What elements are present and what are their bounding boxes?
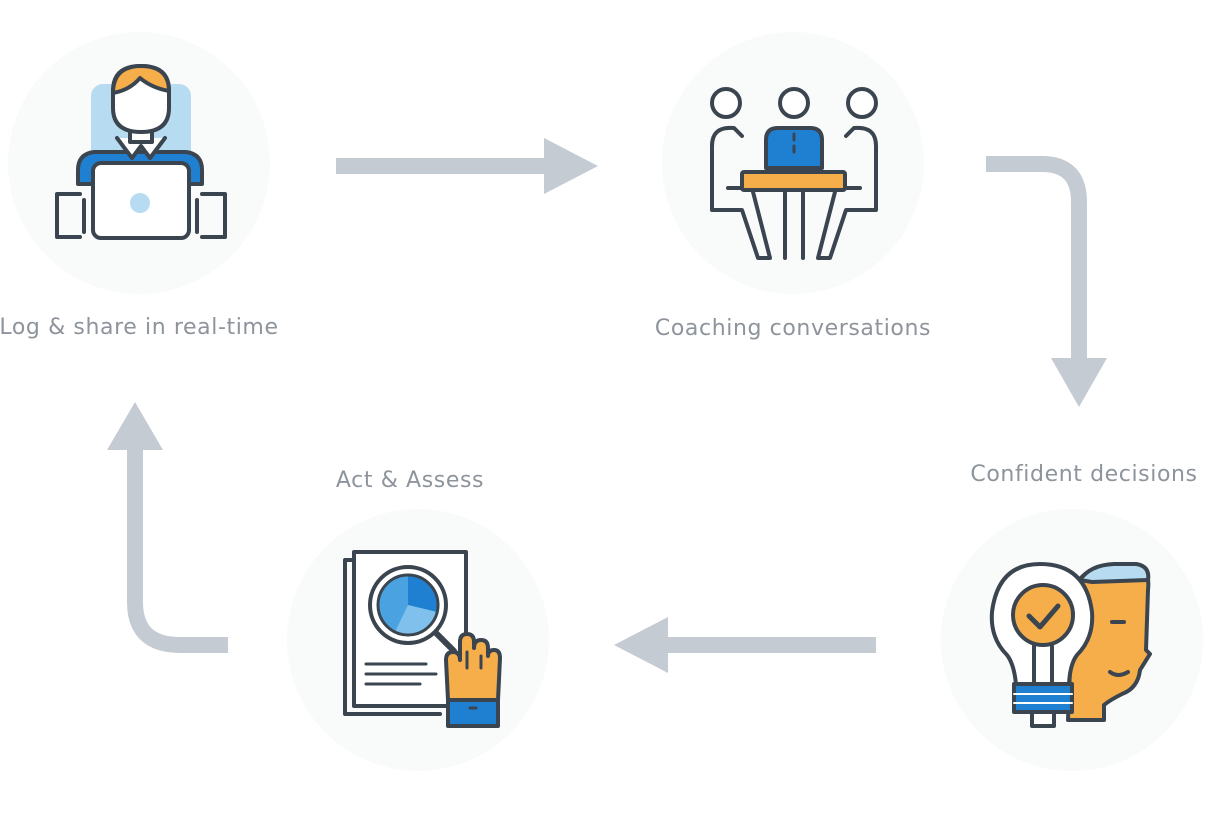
arrow-2-to-3 <box>986 156 1107 407</box>
step-label-act-assess: Act & Assess <box>335 468 485 493</box>
report-magnifier-icon <box>343 550 502 728</box>
arrow-3-to-4 <box>614 617 876 673</box>
person-laptop-icon <box>55 64 227 240</box>
step-label-log-share: Log & share in real-time <box>0 315 279 340</box>
arrow-1-to-2 <box>336 138 598 194</box>
lightbulb-head-icon <box>989 562 1152 728</box>
arrow-4-to-1 <box>107 402 228 653</box>
step-label-confident: Confident decisions <box>970 462 1198 487</box>
meeting-table-icon <box>710 87 878 260</box>
step-label-coaching: Coaching conversations <box>654 316 932 341</box>
